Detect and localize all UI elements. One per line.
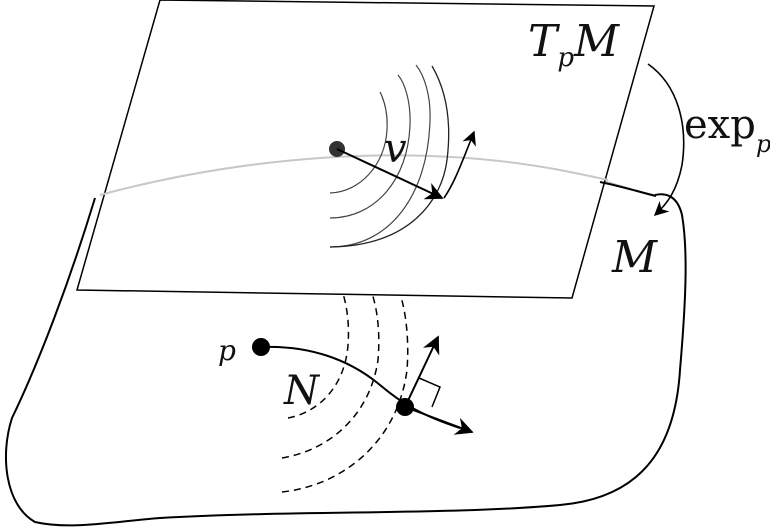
exp-map-arrow: [647, 63, 685, 216]
submanifold-point: [396, 398, 414, 416]
manifold-surface: [4, 193, 687, 527]
vector-v-label: v: [384, 126, 407, 172]
wave-arcs: [329, 64, 431, 248]
exp-map-label: expp: [684, 102, 770, 158]
manifold-label: M: [611, 232, 658, 283]
vector-v-arrow: [336, 148, 444, 200]
point-p: [252, 338, 270, 356]
tangent-direction-arrow: [404, 406, 474, 435]
submanifold-label: N: [283, 368, 321, 414]
horizon-exit-curve: [599, 181, 657, 197]
plane-horizon-curve: [99, 154, 609, 196]
right-angle-marker: [418, 377, 441, 408]
point-p-label: p: [218, 334, 236, 367]
normal-direction-arrow: [404, 335, 440, 408]
wavefront-tangent-arrow: [443, 130, 476, 199]
dashed-level-curves: [281, 287, 409, 493]
outer-wave-arc-2: [329, 65, 450, 248]
tangent-space-label: TpM: [528, 16, 620, 73]
